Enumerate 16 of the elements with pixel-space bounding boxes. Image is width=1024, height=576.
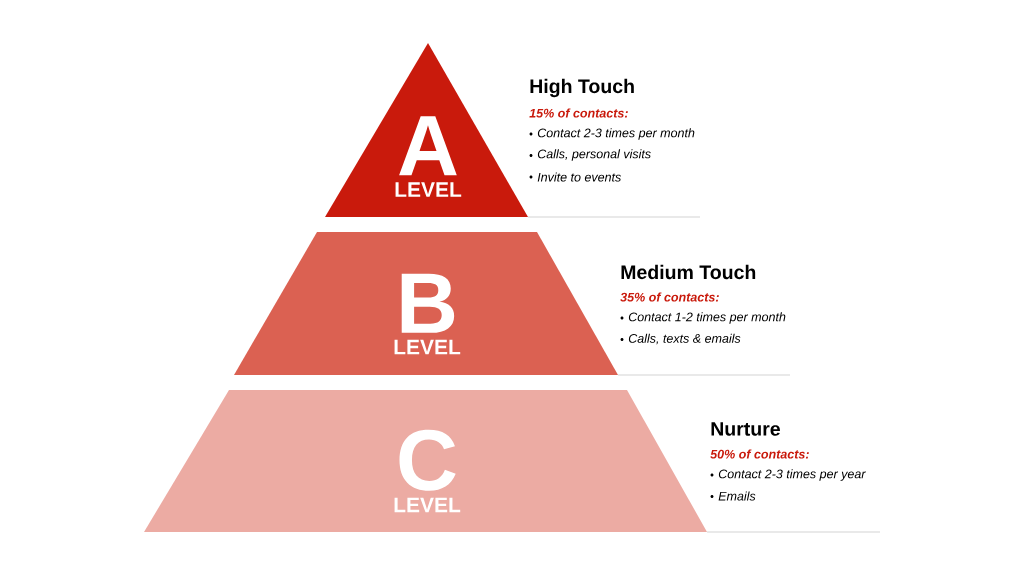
bullet-item: Calls, texts & emails bbox=[620, 333, 741, 345]
bullet-item: Contact 2-3 times per year bbox=[710, 469, 866, 481]
pyramid-level: B LEVEL bbox=[234, 232, 618, 375]
heading: High Touch bbox=[530, 78, 634, 98]
bullet-item: Invite to events bbox=[529, 172, 621, 182]
bullet-item: Contact 2-3 times per month bbox=[529, 128, 695, 140]
heading: Medium Touch bbox=[621, 264, 756, 280]
share-text: 15% of contacts: bbox=[529, 108, 628, 118]
pyramid-level: A LEVEL bbox=[325, 43, 528, 217]
share-text: 35% of contacts: bbox=[620, 292, 719, 302]
pyramid-level: C LEVEL bbox=[144, 390, 707, 532]
bullet-item: Contact 1-2 times per month bbox=[620, 312, 786, 324]
heading: Nurture bbox=[711, 422, 780, 436]
bullet-item: Calls, personal visits bbox=[529, 149, 651, 161]
share-text: 50% of contacts: bbox=[710, 449, 809, 459]
bullet-item: Emails bbox=[710, 491, 756, 501]
